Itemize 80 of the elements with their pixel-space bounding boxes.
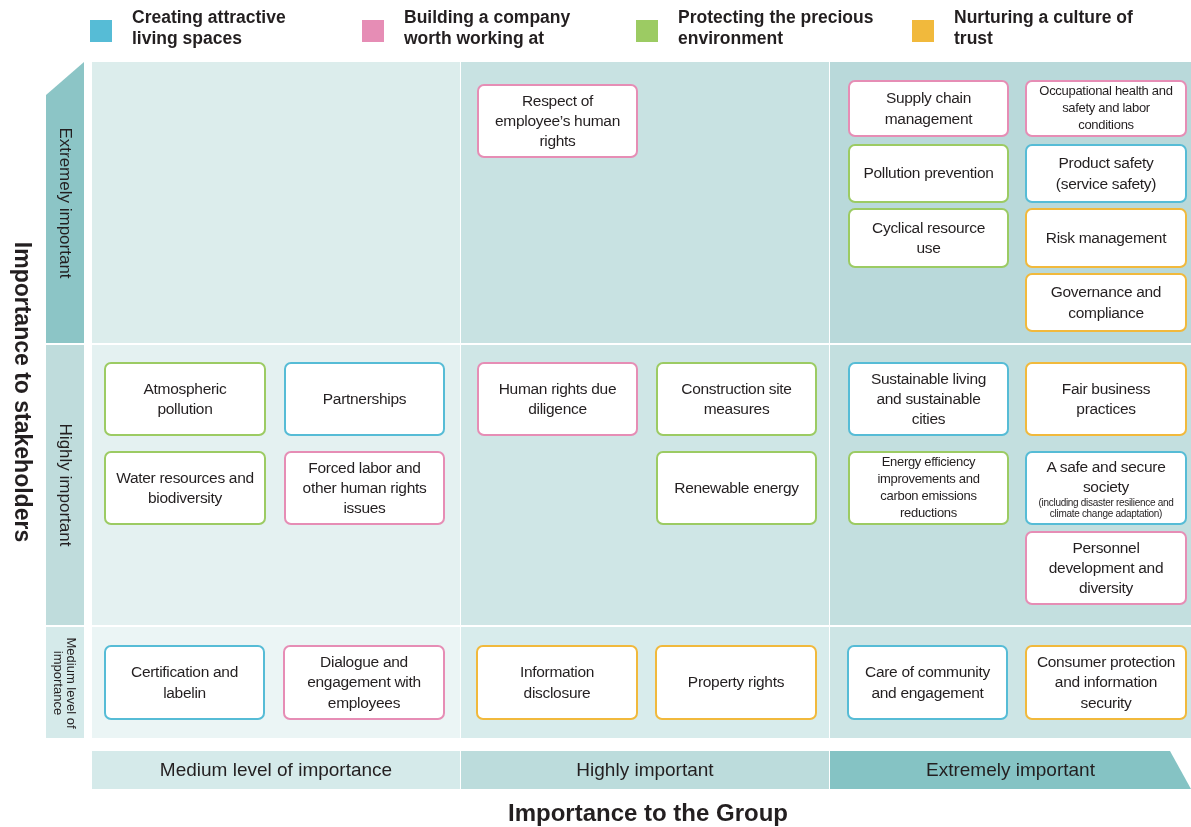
topic-box (848, 80, 1009, 137)
topic-box (656, 362, 817, 436)
topic-label: Consumer protection and information security (1036, 652, 1176, 713)
topic-label: Information disclosure (518, 662, 596, 703)
matrix-cell (830, 62, 1191, 343)
topic-box (477, 362, 638, 436)
topic-box (104, 362, 266, 436)
topic-box (848, 208, 1009, 268)
topic-box (655, 645, 817, 720)
matrix-cell (461, 627, 829, 738)
topic-label: Dialogue and engagement with employees (306, 652, 422, 713)
topic-box (284, 451, 445, 525)
matrix-cell (461, 62, 829, 343)
axis-level-label: Extremely important (55, 126, 75, 279)
topic-box (104, 645, 265, 720)
topic-box (1025, 645, 1187, 720)
topic-box (1025, 144, 1187, 203)
topic-label: Fair business practices (1060, 378, 1152, 419)
column-axis-band (830, 751, 1191, 789)
topic-box (848, 451, 1009, 525)
topic-box (656, 451, 817, 525)
row-axis-band (46, 345, 84, 625)
axis-level-label: Medium level of importance (52, 635, 78, 731)
topic-box (1025, 80, 1187, 137)
topic-label: Governance and compliance (1049, 282, 1163, 323)
topic-label: Property rights (687, 672, 785, 693)
topic-box (283, 645, 445, 720)
topic-box (104, 451, 266, 525)
matrix-cell (92, 62, 460, 343)
legend-label: Creating attractive living spaces (132, 7, 287, 49)
topic-label: Energy efficiency improvements and carbon emissions reductions (876, 454, 981, 522)
topic-box (848, 362, 1009, 436)
matrix-cell (461, 345, 829, 625)
legend-label: Nurturing a culture of trust (954, 7, 1134, 49)
topic-label: Water resources and biodiversity (115, 467, 255, 508)
topic-label: Occupational health and safety and labor conditions (1038, 83, 1174, 134)
topic-label: Forced labor and other human rights issues (301, 457, 428, 519)
axis-level-label: Highly important (575, 759, 715, 781)
topic-label: Renewable energy (674, 477, 799, 498)
axis-level-label: Extremely important (925, 759, 1096, 781)
topic-label: Risk management (1045, 227, 1167, 248)
topic-label: Pollution prevention (863, 163, 994, 184)
column-axis-band (461, 751, 829, 789)
topic-box (848, 144, 1009, 203)
legend-label: Building a company worth working at (404, 7, 572, 49)
topic-box (476, 645, 638, 720)
topic-label: Supply chain management (883, 88, 974, 129)
topic-label: Atmospheric pollution (142, 378, 228, 419)
topic-label: Cyclical resource use (871, 217, 986, 258)
matrix-cell (830, 345, 1191, 625)
topic-label: Sustainable living and sustainable cities (869, 368, 988, 430)
row-axis-band (46, 62, 84, 343)
topic-label: A safe and secure society (1045, 456, 1167, 497)
axis-title: Importance to the Group (508, 799, 788, 827)
topic-label: Human rights due diligence (497, 378, 618, 419)
topic-box (1025, 531, 1187, 605)
topic-box (1025, 273, 1187, 332)
topic-box (477, 84, 638, 158)
topic-label: Partnerships (322, 388, 407, 409)
topic-box (1025, 208, 1187, 268)
axis-title: Importance to stakeholders (8, 241, 36, 543)
legend-label: Protecting the precious environment (678, 7, 875, 49)
topic-label: Product safety (service safety) (1054, 153, 1158, 194)
topic-box (284, 362, 445, 436)
topic-note: (including disaster resilience and climate change adaptation) (1037, 497, 1175, 520)
axis-level-label: Medium level of importance (158, 759, 394, 781)
topic-label: Certification and labelin (130, 662, 239, 703)
matrix-cell (830, 627, 1191, 738)
topic-label: Personnel development and diversity (1047, 537, 1165, 599)
topic-box (1025, 362, 1187, 436)
topic-box (847, 645, 1008, 720)
topic-label: Care of community and engagement (864, 662, 991, 703)
topic-label: Respect of employee’s human rights (494, 90, 621, 152)
matrix-cell (92, 345, 460, 625)
column-axis-band (92, 751, 460, 789)
axis-level-label: Highly important (55, 423, 75, 547)
row-axis-band (46, 627, 84, 738)
topic-box (1025, 451, 1187, 525)
matrix-cell (92, 627, 460, 738)
topic-label: Construction site measures (680, 378, 793, 419)
